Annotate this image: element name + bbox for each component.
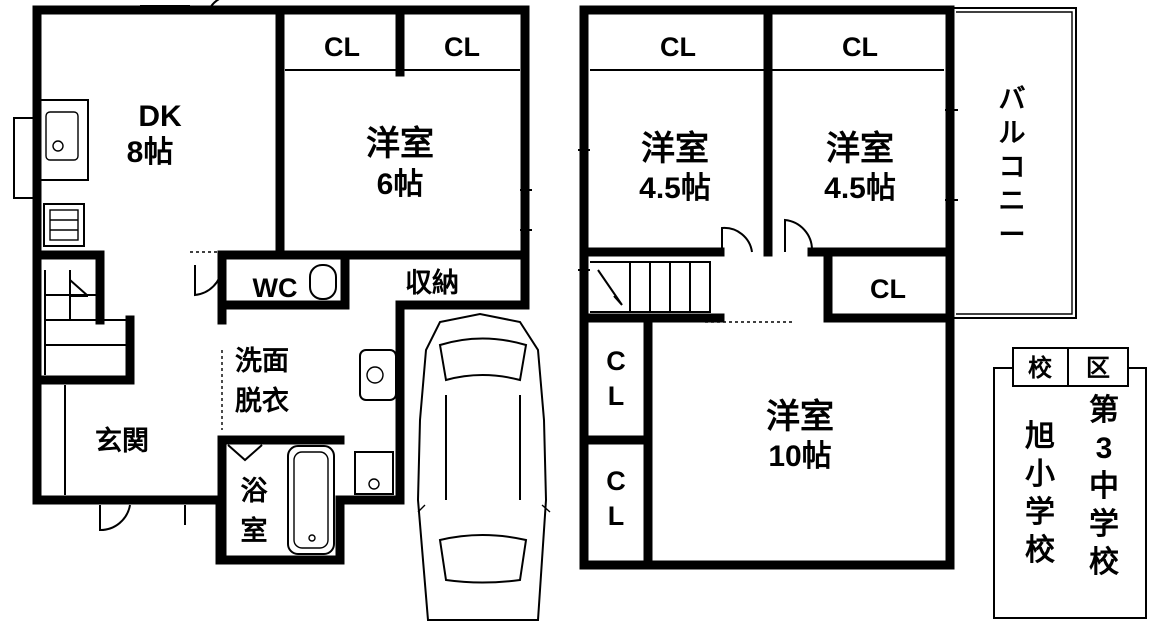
elementary-char-2: 小 (1025, 458, 1055, 491)
entrance-label: 玄関 (95, 425, 149, 456)
district-header-2: 区 (1086, 355, 1110, 382)
western45b-name: 洋室 (826, 129, 894, 168)
bath-line1: 浴 (241, 476, 269, 506)
elementary-char-3: 学 (1025, 495, 1055, 529)
western45b-size: 4.5帖 (824, 172, 896, 205)
floor2-closet-b: CL (842, 32, 878, 62)
western10-name: 洋室 (766, 397, 834, 436)
washroom-line1: 洗面 (235, 346, 289, 376)
washroom-line2: 脱衣 (235, 385, 289, 416)
storage-label: 収納 (405, 267, 459, 298)
balcony-char-1: バ (999, 84, 1026, 114)
balcony-char-5: ー (999, 220, 1026, 250)
bath-line2: 室 (241, 515, 268, 546)
western45a-name: 洋室 (641, 129, 709, 168)
school-district-box: 校 区 旭 小 学 校 第 3 中 学 校 (993, 347, 1147, 619)
closet-left-bottom-line1: C (606, 466, 626, 496)
junior-char-2: 3 (1096, 432, 1113, 465)
floor2-labels: CL CL 洋室 4.5帖 洋室 4.5帖 CL C L C L 洋室 10帖 … (606, 32, 1025, 531)
junior-char-1: 第 (1089, 393, 1119, 427)
floor1-closet-a: CL (324, 32, 360, 62)
closet-left-bottom-line2: L (608, 501, 625, 531)
balcony-char-3: コ (999, 152, 1026, 182)
wc-label: WC (253, 273, 298, 303)
balcony-char-2: ル (999, 118, 1026, 148)
closet-left-top-line2: L (608, 381, 625, 411)
junior-char-3: 中 (1089, 470, 1119, 503)
junior-char-5: 校 (1089, 545, 1119, 579)
balcony-char-4: ニ (999, 186, 1026, 216)
closet-left-top-line1: C (606, 346, 626, 376)
junior-char-4: 学 (1089, 507, 1119, 541)
western10-size: 10帖 (768, 440, 831, 473)
floor1-labels: DK 8帖 洋室 6帖 CL CL WC 収納 洗面 脱衣 玄関 浴 室 (95, 32, 480, 546)
dk-name: DK (138, 100, 182, 133)
floor1-closet-b: CL (444, 32, 480, 62)
floor1-plan (13, 0, 532, 565)
floor2-closet-c: CL (870, 274, 906, 304)
elementary-char-4: 校 (1025, 533, 1055, 567)
car-illustration (416, 312, 551, 621)
elementary-char-1: 旭 (1025, 420, 1055, 453)
floor2-closet-a: CL (660, 32, 696, 62)
dk-size: 8帖 (127, 136, 174, 169)
floor2-plan (578, 5, 1077, 570)
western6-name: 洋室 (366, 124, 434, 163)
western45a-size: 4.5帖 (639, 172, 711, 205)
district-header-1: 校 (1028, 354, 1053, 382)
western6-size: 6帖 (377, 168, 424, 201)
